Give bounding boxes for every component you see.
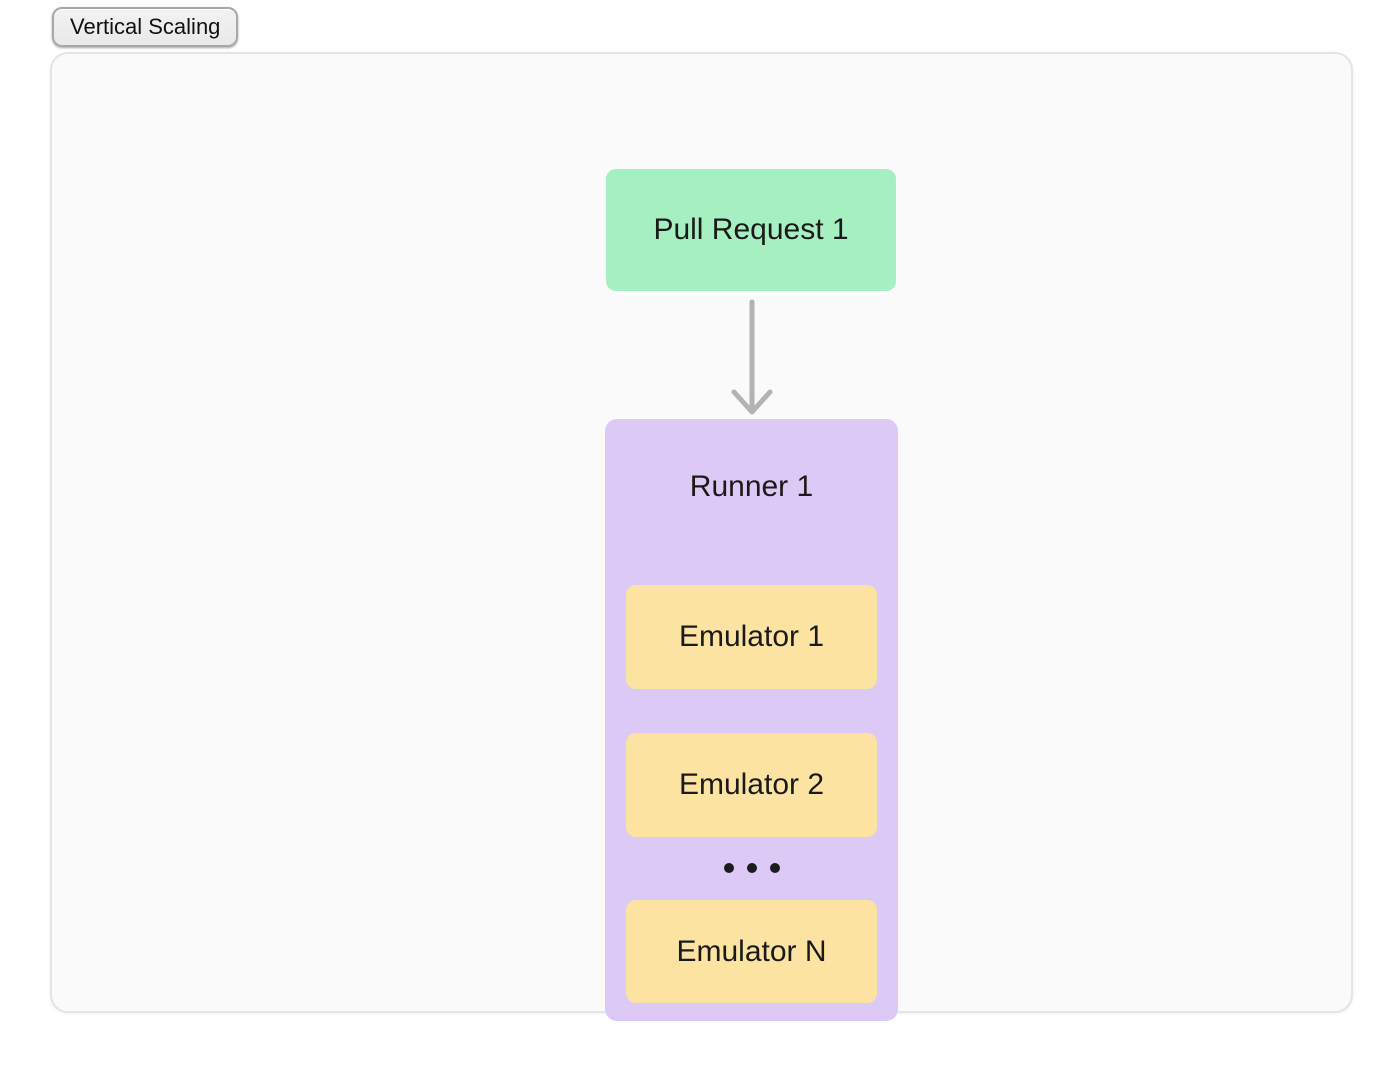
emulator-node: Emulator N: [626, 900, 877, 1003]
emulator-node: Emulator 2: [626, 733, 877, 837]
ellipsis-dots-icon: [605, 843, 898, 893]
emulator-label: Emulator 1: [678, 620, 825, 653]
pull-request-label: Pull Request 1: [653, 213, 849, 246]
arrow-down-icon: [731, 299, 773, 415]
diagram-title-label: Vertical Scaling: [70, 14, 221, 39]
runner-node: Runner 1 Emulator 1 Emulator 2 Emulator …: [605, 419, 898, 1021]
dot-icon: [746, 863, 757, 873]
pull-request-node: Pull Request 1: [606, 169, 896, 291]
runner-label: Runner 1: [689, 470, 814, 503]
dot-icon: [769, 863, 780, 873]
dot-icon: [723, 863, 734, 873]
emulator-node: Emulator 1: [626, 585, 877, 689]
diagram-title-badge[interactable]: Vertical Scaling: [52, 7, 239, 47]
emulator-label: Emulator N: [676, 934, 827, 968]
diagram-panel: Pull Request 1 Runner 1 Emulator 1 Emula…: [50, 52, 1353, 1021]
emulator-label: Emulator 2: [678, 768, 825, 801]
